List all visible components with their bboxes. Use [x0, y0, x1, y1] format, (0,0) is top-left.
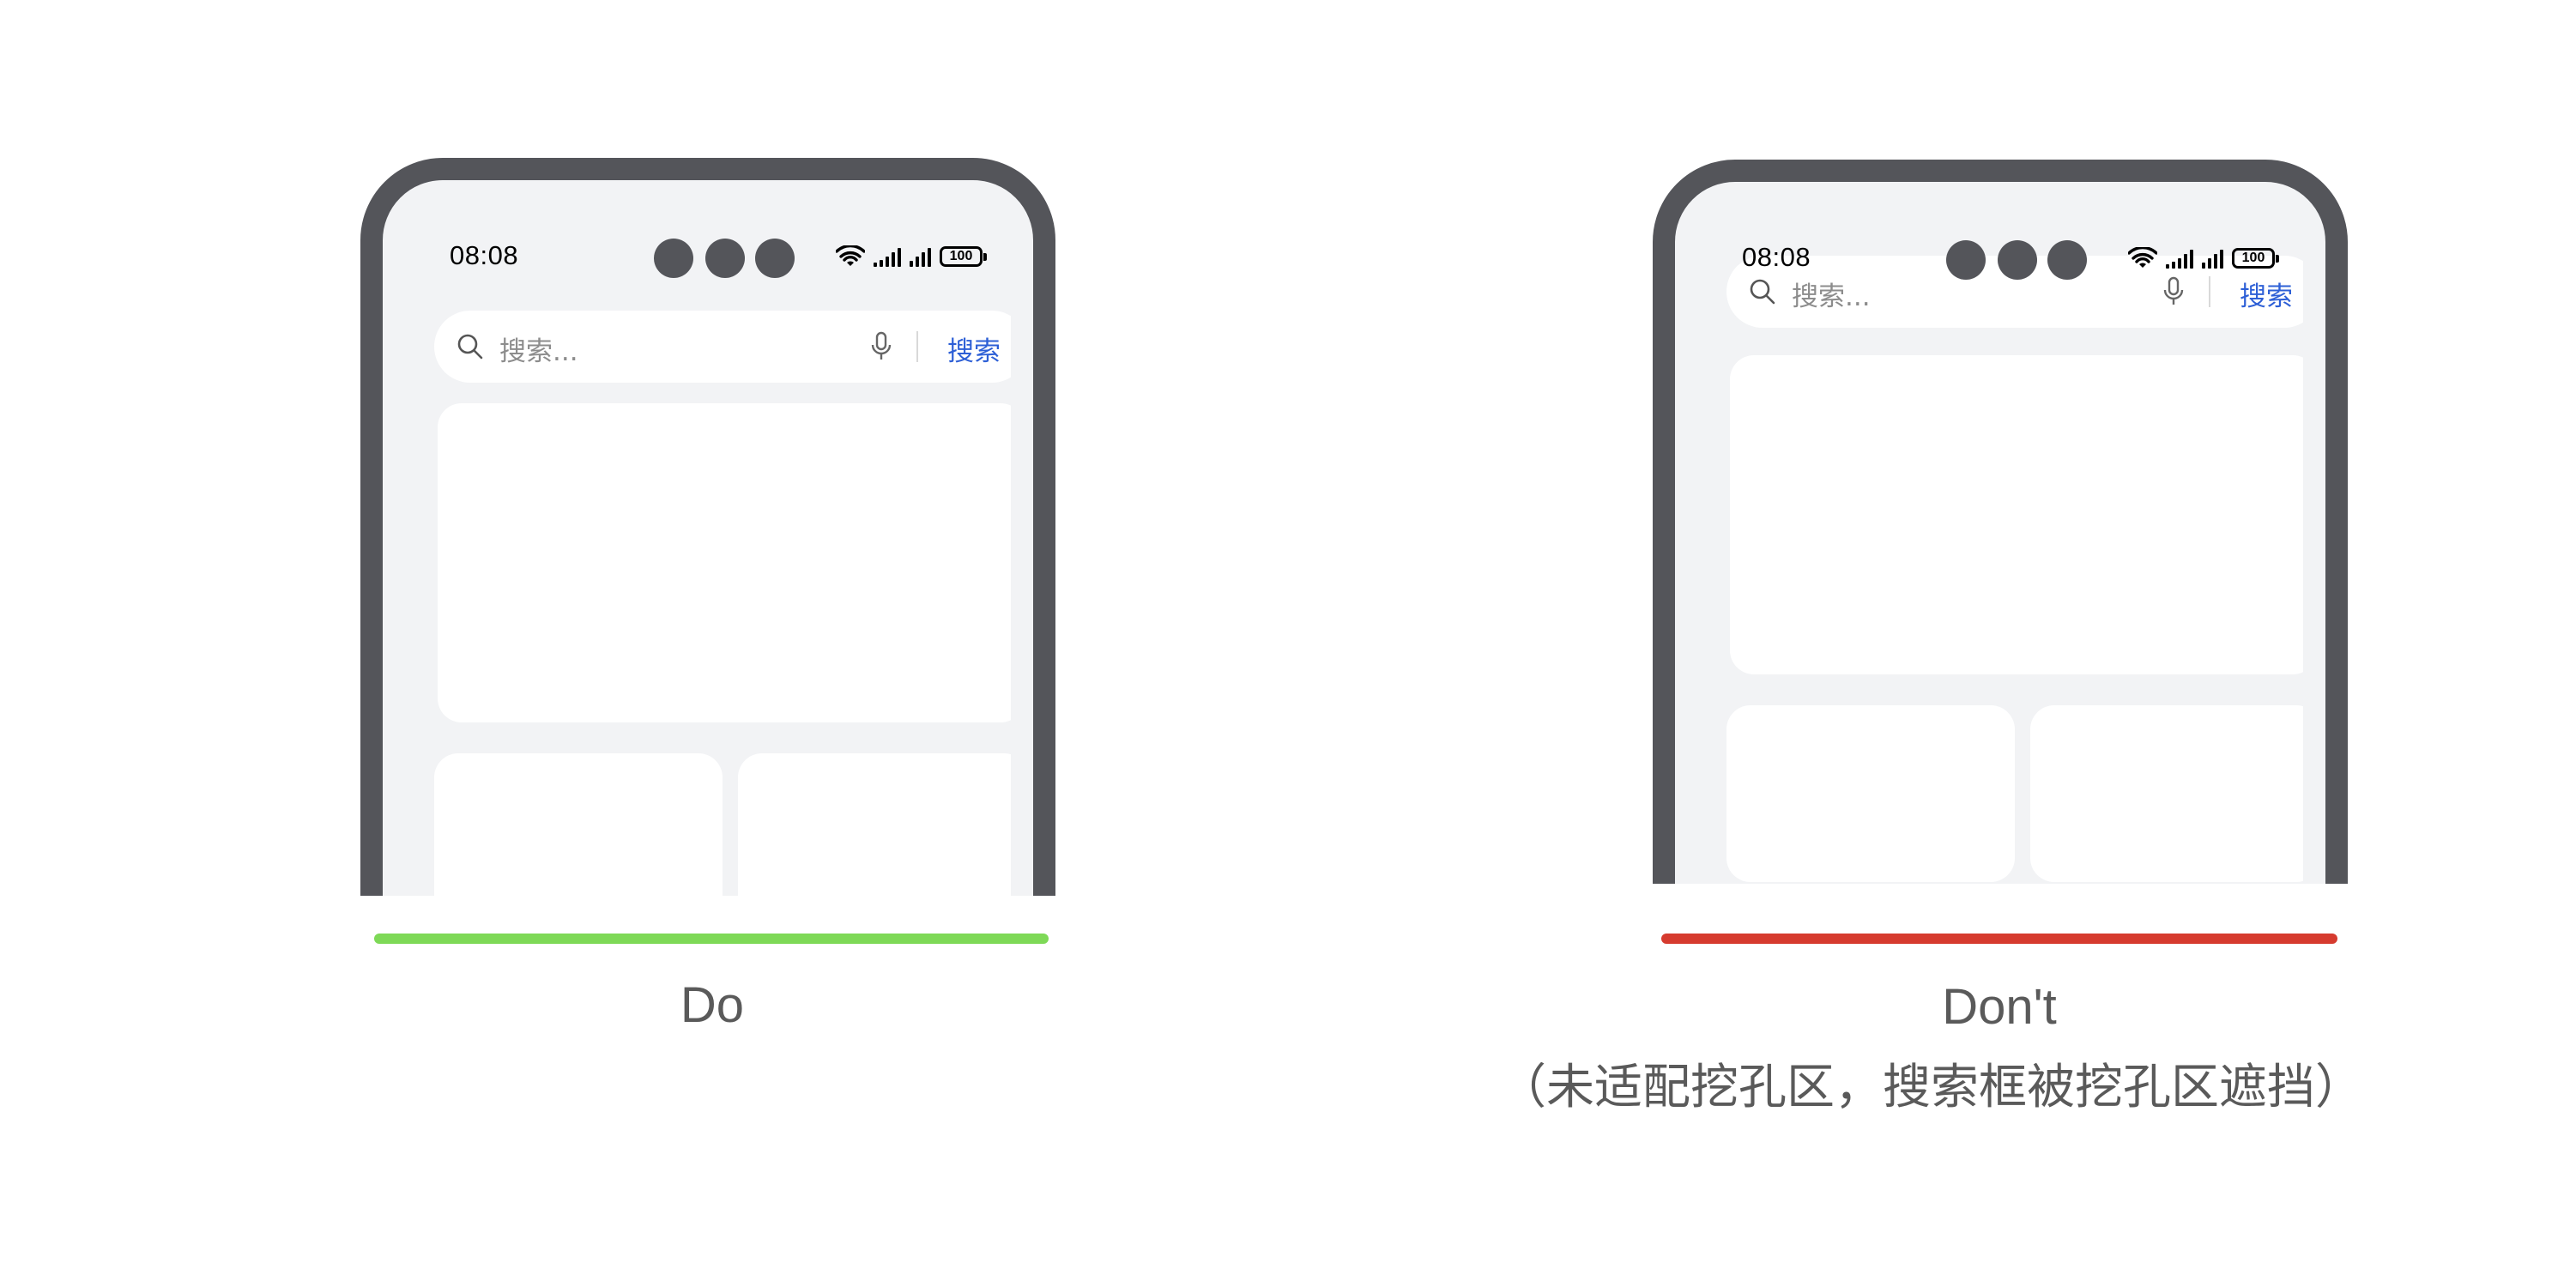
status-icons: 100	[2128, 245, 2279, 271]
content-card-large[interactable]	[438, 403, 1011, 722]
signal-icon	[874, 246, 901, 267]
microphone-icon[interactable]	[870, 331, 892, 362]
wifi-icon	[2128, 247, 2157, 268]
search-divider	[2209, 276, 2210, 307]
battery-icon: 100	[2232, 248, 2279, 269]
search-bar[interactable]: 搜索... 搜索	[434, 311, 1011, 383]
battery-icon: 100	[940, 246, 987, 267]
status-time: 08:08	[450, 240, 519, 270]
search-divider	[916, 331, 918, 362]
content-card[interactable]	[738, 753, 1011, 896]
status-icons: 100	[836, 244, 987, 269]
camera-hole-icon	[654, 239, 693, 278]
camera-hole-icon	[755, 239, 795, 278]
search-icon	[457, 334, 483, 360]
signal-icon	[910, 246, 931, 267]
signal-icon	[2202, 248, 2223, 269]
status-time: 08:08	[1742, 242, 1811, 272]
do-example: 08:08 10	[0, 0, 1287, 1275]
camera-hole-icon	[1998, 240, 2037, 280]
content-card[interactable]	[1726, 705, 2015, 882]
camera-hole-icon	[1946, 240, 1986, 280]
content-card[interactable]	[2030, 705, 2303, 882]
phone-frame: 08:08 搜索... 搜索	[1653, 160, 2348, 884]
content-card[interactable]	[434, 753, 723, 896]
do-indicator-bar	[374, 934, 1049, 944]
dont-example: 08:08 搜索... 搜索	[1287, 0, 2576, 1275]
dont-caption: Don't	[1942, 979, 2057, 1035]
phone-mockup: 08:08 10	[360, 158, 1055, 896]
search-input[interactable]: 搜索...	[499, 336, 578, 367]
phone-frame: 08:08 10	[360, 158, 1055, 896]
phone-screen: 08:08 搜索... 搜索	[1697, 204, 2303, 884]
content-card-large[interactable]	[1730, 355, 2303, 674]
camera-hole-icon	[705, 239, 745, 278]
signal-icon	[2166, 248, 2193, 269]
phone-screen: 08:08 10	[405, 202, 1011, 896]
do-caption: Do	[680, 977, 745, 1033]
dont-indicator-bar	[1661, 934, 2337, 944]
search-button[interactable]: 搜索	[2240, 281, 2293, 312]
wifi-icon	[836, 245, 865, 266]
search-icon	[1750, 279, 1775, 305]
phone-mockup: 08:08 搜索... 搜索	[1653, 160, 2348, 884]
search-input[interactable]: 搜索...	[1792, 281, 1871, 312]
search-button[interactable]: 搜索	[947, 336, 1001, 367]
dont-subcaption: （未适配挖孔区，搜索框被挖孔区遮挡）	[1498, 1060, 2363, 1115]
camera-hole-icon	[2047, 240, 2087, 280]
microphone-icon[interactable]	[2162, 276, 2185, 307]
